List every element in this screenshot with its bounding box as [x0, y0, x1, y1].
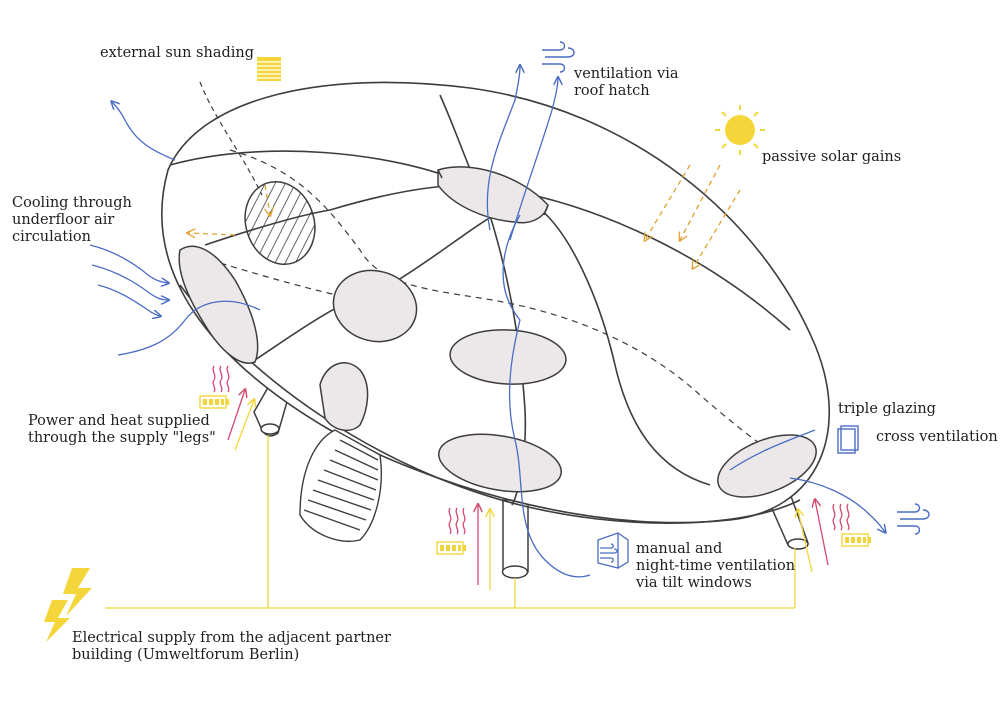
wind-icon: [542, 41, 575, 73]
lightning-icon: [44, 568, 92, 642]
heat-waves-icon-center: [448, 507, 466, 535]
label-line: via tilt windows: [636, 575, 752, 591]
triple-glazing-icon: [837, 425, 859, 454]
window-middle-upper: [332, 269, 418, 343]
window-roof-hatch: [437, 166, 549, 224]
heat-waves-icon-right: [832, 503, 850, 531]
solar-gain-arrows: [188, 164, 741, 268]
label-cross-ventilation: cross ventilation: [876, 429, 998, 445]
label-power-heat: Power and heat supplied through the supp…: [28, 413, 216, 447]
window-left-front: [178, 245, 259, 364]
window-bottom-center: [438, 433, 562, 493]
label-line: building (Umweltforum Berlin): [72, 647, 300, 663]
label-triple-glazing: triple glazing: [838, 401, 936, 417]
battery-icon-right: [841, 533, 871, 547]
label-electrical-supply: Electrical supply from the adjacent part…: [72, 630, 391, 664]
label-line: underfloor air: [12, 212, 115, 228]
label-line: roof hatch: [574, 83, 650, 99]
label-ventilation-roof-hatch: ventilation via roof hatch: [574, 66, 678, 100]
heat-waves-icon-left: [212, 365, 230, 393]
electrical-supply-lines: [105, 435, 796, 609]
wind-icon-cross-ventilation: [897, 503, 930, 535]
entrance-ramp: [299, 429, 382, 542]
label-line: night-time ventilation: [636, 558, 796, 574]
airflow-lines: [89, 66, 885, 578]
battery-icon-center: [436, 541, 466, 555]
label-external-sun-shading: external sun shading: [100, 45, 255, 61]
tilt-window-icon: [597, 532, 629, 569]
window-right-triple-glazing: [717, 434, 817, 498]
label-line: Electrical supply from the adjacent part…: [72, 630, 391, 646]
sun-shading-pointer: [199, 81, 263, 196]
label-manual-ventilation: manual and night-time ventilation via ti…: [636, 541, 795, 592]
window-shading-hatched: [244, 180, 316, 266]
power-heat-arrows-center: [478, 505, 490, 590]
label-cooling: Cooling through underfloor air circulati…: [12, 195, 132, 246]
label-line: Power and heat supplied: [28, 413, 210, 429]
sun-icon: [715, 105, 765, 155]
sun-shading-icon: [257, 57, 281, 81]
label-line: ventilation via: [574, 66, 679, 82]
battery-icon-left: [199, 395, 229, 409]
door-flap: [319, 362, 369, 432]
label-line: Cooling through: [12, 195, 132, 211]
window-middle-center: [449, 329, 567, 385]
supply-leg-center: [501, 499, 529, 579]
power-heat-arrows-right: [798, 500, 829, 573]
label-passive-solar-gains: passive solar gains: [762, 149, 902, 165]
label-line: through the supply "legs": [28, 430, 216, 446]
label-line: manual and: [636, 541, 723, 557]
label-line: circulation: [12, 229, 91, 245]
power-heat-arrows-left: [227, 390, 254, 451]
